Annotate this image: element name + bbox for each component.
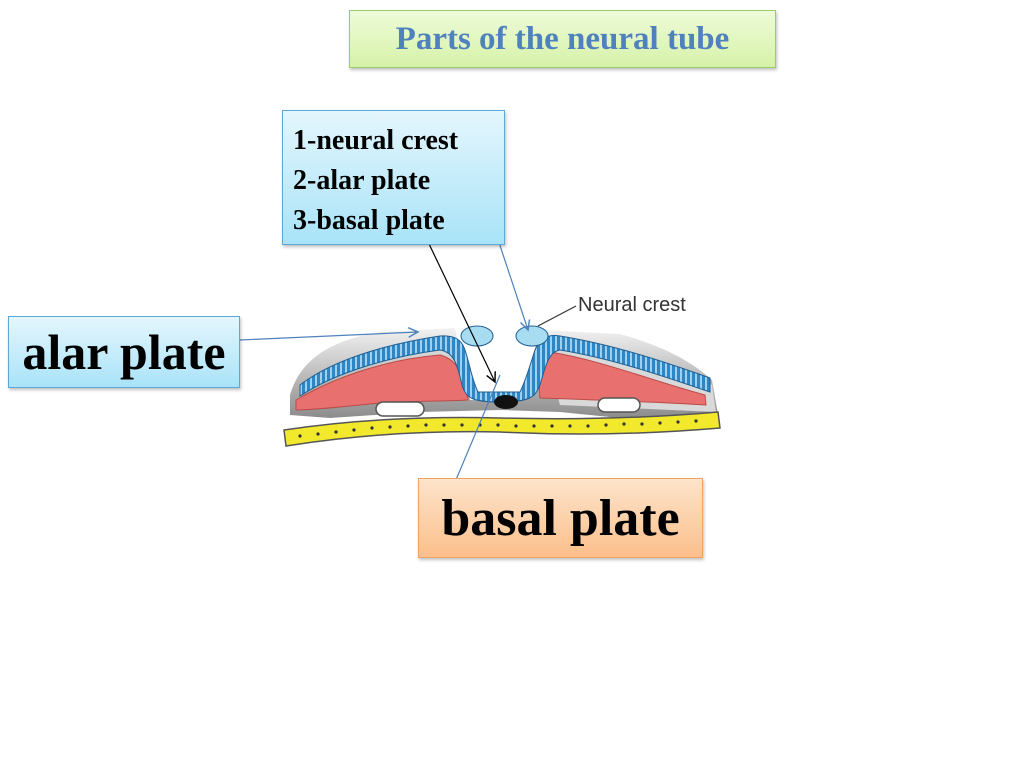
right-gray-layer	[540, 335, 716, 412]
legend-box: 1-neural crest 2-alar plate 3-basal plat…	[282, 110, 505, 245]
ectoderm-layer	[290, 328, 718, 420]
notochord	[494, 395, 518, 409]
neural-crest-left	[460, 325, 494, 347]
alar-connector	[239, 332, 418, 341]
endoderm-layer	[283, 411, 721, 447]
legend-alar-connector	[419, 224, 495, 382]
legend-item-neural-crest: 1-neural crest	[293, 125, 459, 156]
legend-item-basal-plate: 3-basal plate	[293, 205, 445, 236]
legend-item-alar-plate: 2-alar plate	[293, 165, 431, 196]
basal-connector	[452, 374, 501, 488]
basal-plate-label: basal plate	[441, 489, 680, 547]
endoderm-dots	[298, 419, 698, 438]
basal-plate-callout: basal plate	[418, 478, 703, 558]
title-box: Parts of the neural tube	[349, 10, 776, 68]
cavity-left	[375, 401, 425, 417]
cavity-right	[597, 397, 641, 413]
alar-plate-callout: alar plate	[8, 316, 240, 388]
neural-crest-pointer	[537, 305, 577, 327]
neural-crest-right	[515, 325, 549, 347]
alar-plate-label: alar plate	[22, 324, 226, 380]
neuroepithelium-band	[299, 335, 711, 403]
left-mesoderm	[295, 354, 469, 411]
neural-crest-figure-label: Neural crest	[578, 294, 686, 316]
page-title: Parts of the neural tube	[395, 20, 730, 57]
right-mesoderm	[538, 351, 707, 406]
